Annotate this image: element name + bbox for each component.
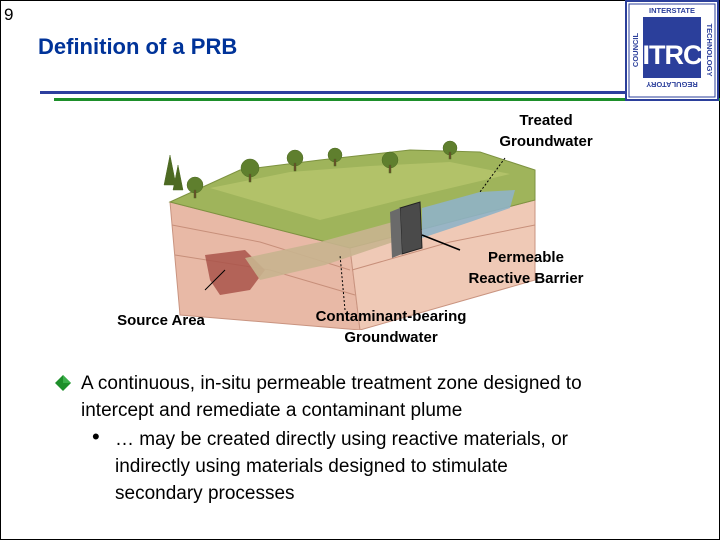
bullet-sub: • … may be created directly using reacti… [54,424,694,507]
bullet-main-line2: intercept and remediate a contaminant pl… [81,400,463,421]
logo-right-text: TECHNOLOGY [705,24,714,77]
bullet-main-line1: A continuous, in-situ permeable treatmen… [81,373,582,394]
label-contaminant-line1: Contaminant-bearing [315,308,467,325]
contaminant-plume [245,220,405,280]
label-permeable-reactive-barrier: Permeable Reactive Barrier [454,247,598,289]
label-source-area: Source Area [117,312,205,329]
bullet-main: A continuous, in-situ permeable treatmen… [54,370,694,424]
pointer-prb [421,234,461,251]
sub-bullet-marker: • [92,424,100,449]
label-treated-line2: Groundwater [499,133,593,150]
logo-letters: ITRC [643,40,702,70]
pointer-treated [479,157,506,193]
permeable-reactive-barrier [399,201,423,255]
label-treated-groundwater: Treated Groundwater [486,110,606,152]
prb-cross-section-diagram [163,140,536,330]
label-contaminant-groundwater: Contaminant-bearing Groundwater [296,306,486,348]
treated-groundwater-plume [422,190,515,238]
trees-icon [163,140,458,199]
bullet-sub-line2: indirectly using materials designed to s… [115,456,508,477]
label-contaminant-line2: Groundwater [344,329,438,346]
itrc-logo: INTERSTATE REGULATORY COUNCIL TECHNOLOGY… [625,0,719,101]
logo-left-text: COUNCIL [631,33,640,68]
pointer-contaminant [339,254,346,311]
label-prb-line1: Permeable [488,249,564,266]
title-rule-green [54,98,720,101]
bullet-sub-line3: secondary processes [115,483,295,504]
slide-number: 9 [4,5,14,24]
title-rule-blue [40,91,626,94]
logo-top-text: INTERSTATE [649,6,695,15]
label-prb-line2: Reactive Barrier [468,270,584,287]
diamond-bullet-icon [55,375,71,391]
slide-title: Definition of a PRB [38,34,238,59]
logo-bottom-text: REGULATORY [646,80,698,89]
pointer-source [204,269,226,291]
label-treated-line1: Treated [519,112,573,129]
bullet-sub-line1: … may be created directly using reactive… [115,429,569,450]
bullet-list: A continuous, in-situ permeable treatmen… [54,370,694,507]
